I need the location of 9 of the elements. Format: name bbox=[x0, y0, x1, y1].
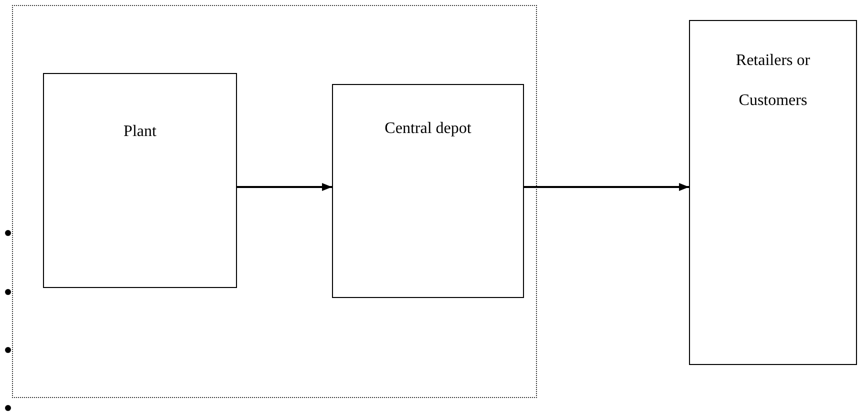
process-box bbox=[332, 84, 524, 298]
process-box bbox=[43, 73, 237, 288]
arrow bbox=[524, 183, 689, 191]
box-label: Plant bbox=[122, 122, 158, 142]
dotted-boundary-box bbox=[12, 5, 537, 398]
process-box bbox=[689, 20, 857, 365]
arrow bbox=[237, 183, 332, 191]
box-label: Central depot bbox=[384, 119, 472, 139]
box-label: Retailers or Customers bbox=[734, 51, 812, 111]
